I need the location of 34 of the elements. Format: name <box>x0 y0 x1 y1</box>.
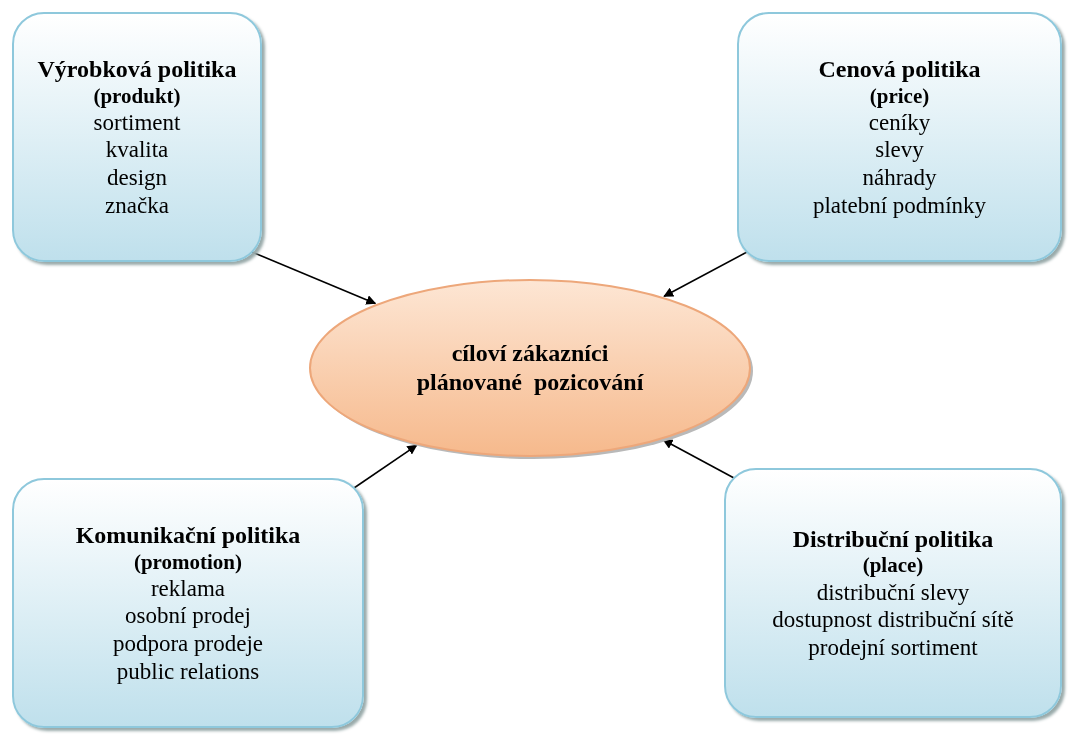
arrow <box>662 439 735 479</box>
item-text: dostupnost distribuční sítě <box>772 606 1014 634</box>
item-text: ceníky <box>868 108 931 137</box>
item-text: reklama <box>150 574 226 603</box>
heading-text: (produkt) <box>93 83 181 109</box>
item-text: podpora prodeje <box>112 630 264 658</box>
item-text: kvalita <box>105 136 169 164</box>
policy-box <box>724 468 1062 718</box>
item-text: public relations <box>116 657 260 686</box>
heading-text: Cenová politika <box>818 54 981 84</box>
heading-text: Komunikační politika <box>75 520 301 550</box>
heading-text: Distribuční politika <box>792 524 994 554</box>
heading-text: plánované pozicování <box>416 368 644 397</box>
item-text: značka <box>105 191 169 220</box>
item-text: sortiment <box>93 108 181 137</box>
item-text: distribuční slevy <box>816 578 970 607</box>
arrow <box>663 251 748 298</box>
item-text: osobní prodej <box>125 602 251 630</box>
arrow <box>251 251 377 305</box>
item-text: platební podmínky <box>812 191 987 220</box>
arrow <box>353 444 418 489</box>
policy-box <box>12 478 364 728</box>
heading-text: (promotion) <box>133 549 243 575</box>
item-text: náhrady <box>862 164 937 192</box>
heading-text: (place) <box>862 553 924 579</box>
target-ellipse <box>308 278 752 458</box>
heading-text: cíloví zákazníci <box>451 339 609 368</box>
item-text: design <box>106 164 168 192</box>
item-text: slevy <box>875 136 924 164</box>
item-text: prodejní sortiment <box>808 633 978 662</box>
heading-text: Výrobková politika <box>37 54 237 84</box>
heading-text: (price) <box>869 83 930 109</box>
policy-box <box>737 12 1062 262</box>
policy-box <box>12 12 262 262</box>
